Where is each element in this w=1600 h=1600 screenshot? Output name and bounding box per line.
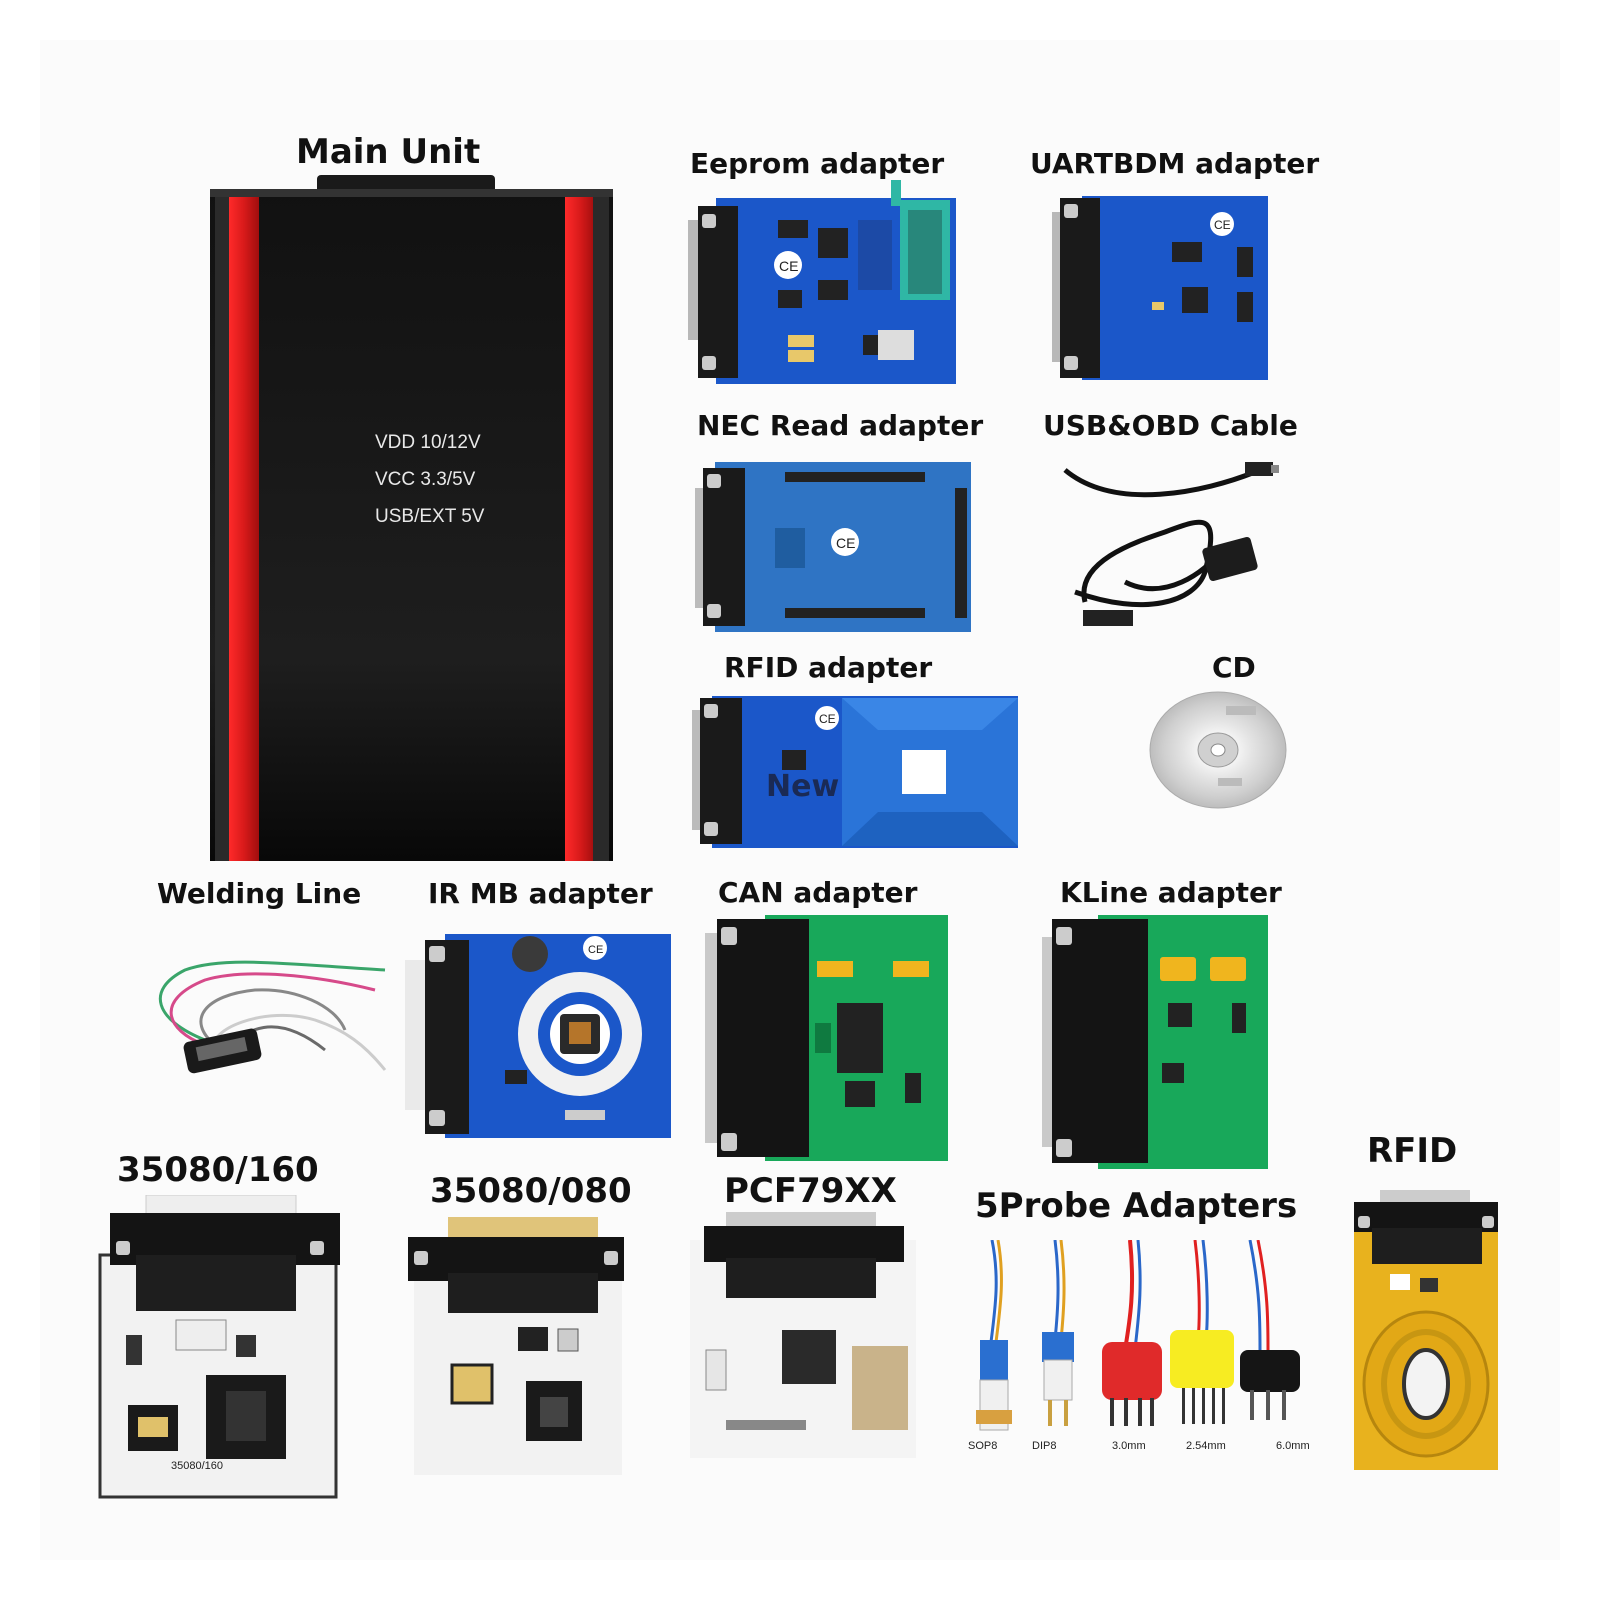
probe-label-6-0mm: 6.0mm: [1276, 1440, 1310, 1452]
label-pcf79xx: PCF79XX: [724, 1171, 897, 1211]
probe-label-3-0mm: 3.0mm: [1112, 1440, 1146, 1452]
label-nec-read-adapter: NEC Read adapter: [697, 409, 984, 442]
rfid-gold-board: [1350, 1188, 1502, 1473]
probe-dip8: DIP8: [1032, 1240, 1074, 1452]
rfid-adapter-new-overlay: New: [766, 769, 839, 804]
rfid-adapter-board: CE New: [692, 690, 1022, 850]
label-usb-obd-cable: USB&OBD Cable: [1043, 409, 1298, 442]
can-adapter-board: [705, 913, 950, 1163]
nec-read-adapter-board: CE: [695, 458, 975, 633]
uartbdm-adapter-board: CE: [1052, 192, 1270, 382]
main-unit-print-vdd: VDD 10/12V: [375, 432, 481, 453]
label-rfid-adapter: RFID adapter: [724, 651, 933, 684]
label-35080-160: 35080/160: [117, 1150, 319, 1190]
probe-sop8: SOP8: [968, 1240, 1012, 1452]
probe-label-2-54mm: 2.54mm: [1186, 1440, 1226, 1452]
ir-mb-adapter-board: CE: [405, 930, 673, 1140]
probe-adapters-group: SOP8 DIP8 3.0mm 2.54mm: [950, 1240, 1330, 1465]
label-can-adapter: CAN adapter: [718, 876, 918, 909]
probe-label-dip8: DIP8: [1032, 1440, 1056, 1452]
eeprom-adapter-board: CE: [688, 180, 958, 385]
label-main-unit: Main Unit: [296, 132, 481, 172]
label-cd: CD: [1212, 651, 1256, 684]
module-35080-160: 35080/160: [96, 1195, 341, 1500]
probe-label-sop8: SOP8: [968, 1440, 997, 1452]
welding-line-cable: [145, 950, 395, 1085]
main-unit-print-vcc: VCC 3.3/5V: [375, 469, 476, 490]
main-unit-print-usb: USB/EXT 5V: [375, 506, 485, 527]
module-35080-160-silkscreen: 35080/160: [171, 1460, 223, 1472]
module-pcf79xx: [686, 1210, 918, 1460]
label-35080-080: 35080/080: [430, 1171, 632, 1211]
svg-text:CE: CE: [836, 535, 855, 551]
probe-6-0mm: 6.0mm: [1240, 1240, 1310, 1452]
label-uartbdm-adapter: UARTBDM adapter: [1030, 147, 1320, 180]
label-kline-adapter: KLine adapter: [1060, 876, 1282, 909]
usb-obd-cable: [1055, 452, 1280, 634]
svg-text:CE: CE: [1214, 218, 1231, 232]
module-35080-080: [408, 1217, 625, 1477]
label-ir-mb-adapter: IR MB adapter: [428, 877, 653, 910]
label-rfid: RFID: [1367, 1131, 1458, 1171]
cd-disc: [1148, 690, 1288, 815]
label-eeprom-adapter: Eeprom adapter: [690, 147, 945, 180]
svg-text:CE: CE: [779, 258, 798, 274]
main-unit-device: VDD 10/12V VCC 3.3/5V USB/EXT 5V: [205, 175, 618, 865]
label-welding-line: Welding Line: [157, 877, 362, 910]
kline-adapter-board: [1042, 913, 1270, 1171]
label-5probe-adapters: 5Probe Adapters: [975, 1186, 1298, 1226]
probe-2-54mm: 2.54mm: [1170, 1240, 1234, 1452]
svg-text:CE: CE: [588, 944, 603, 956]
probe-3-0mm: 3.0mm: [1102, 1240, 1162, 1452]
svg-text:CE: CE: [819, 712, 836, 726]
